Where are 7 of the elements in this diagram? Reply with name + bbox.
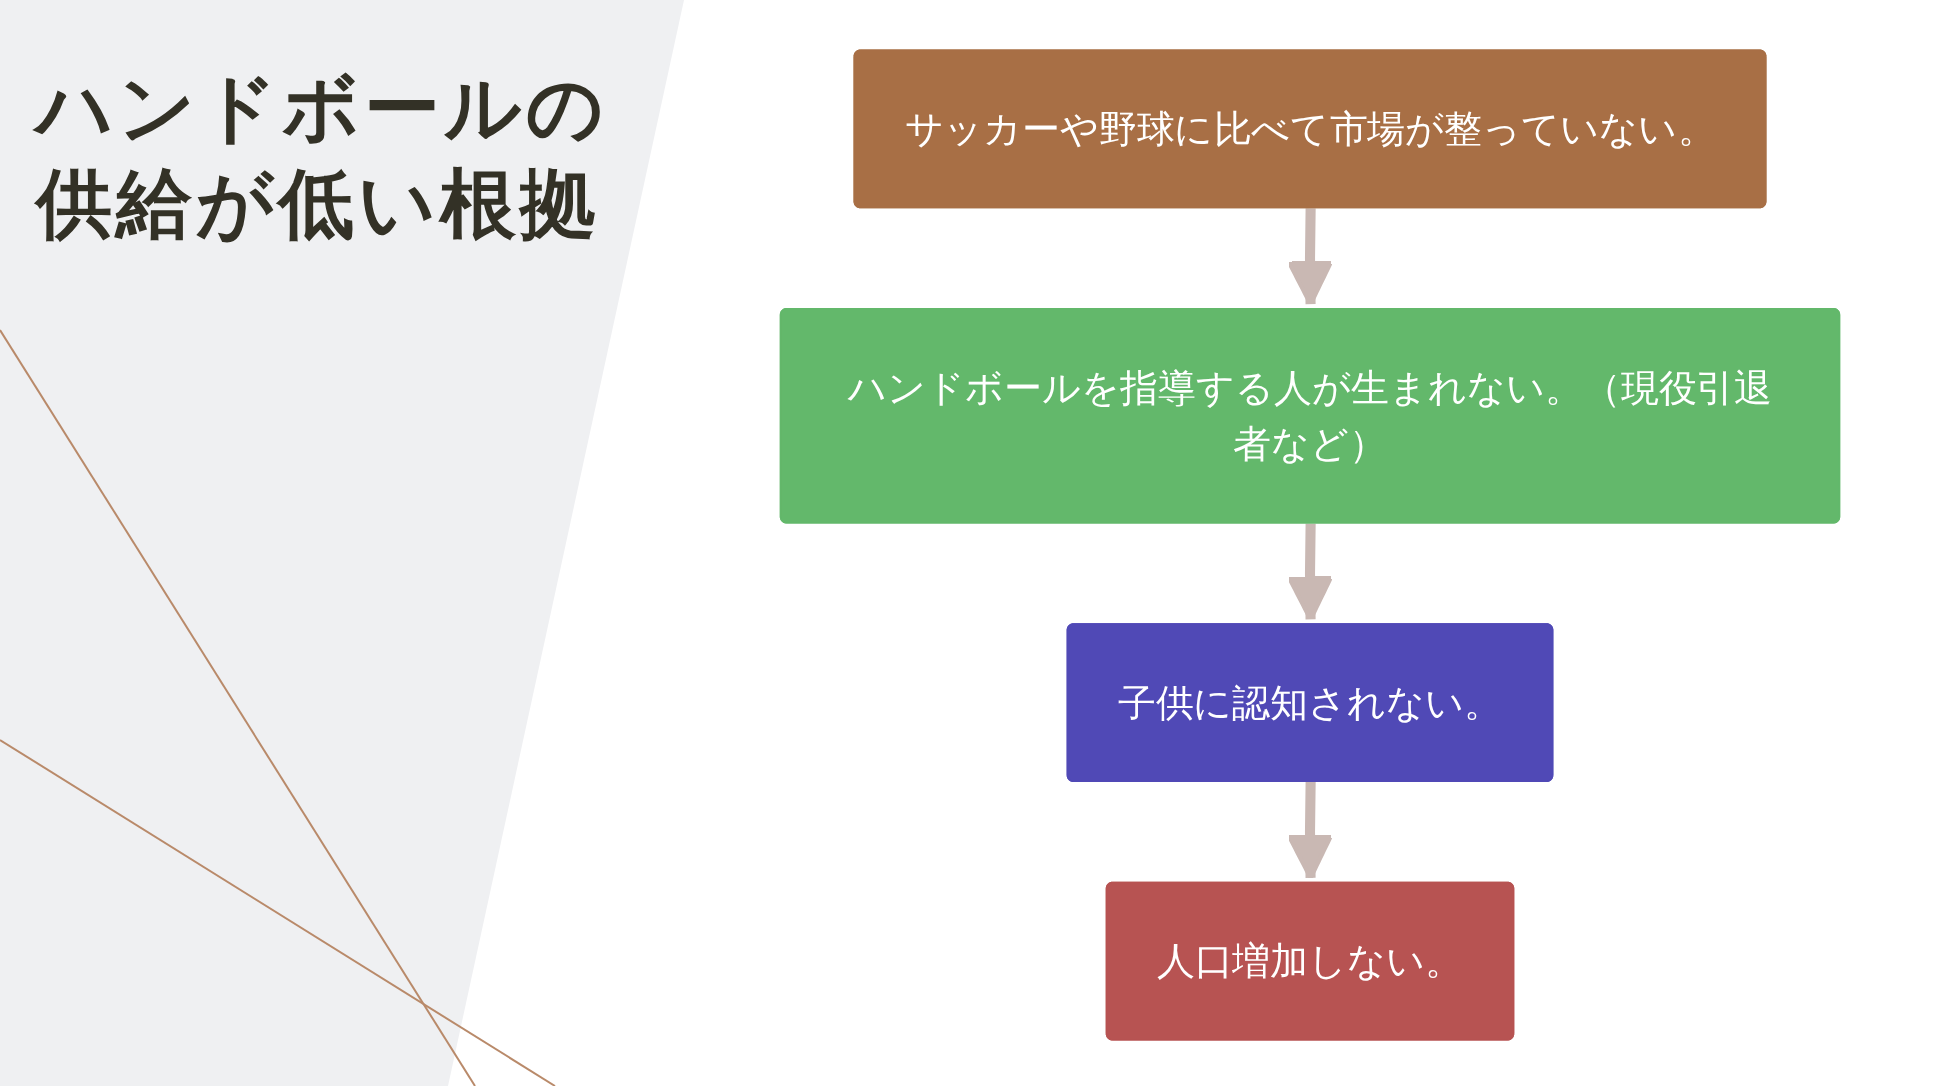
arrow — [1286, 208, 1334, 307]
process-box: ハンドボールを指導する人が生まれない。（現役引退者など） — [779, 307, 1841, 524]
arrow — [1286, 782, 1334, 881]
arrow — [1286, 523, 1334, 622]
process-box: サッカーや野球に比べて市場が整っていない。 — [853, 49, 1767, 209]
process-box: 子供に認知されない。 — [1066, 623, 1554, 783]
process-box: 人口増加しない。 — [1105, 881, 1515, 1041]
